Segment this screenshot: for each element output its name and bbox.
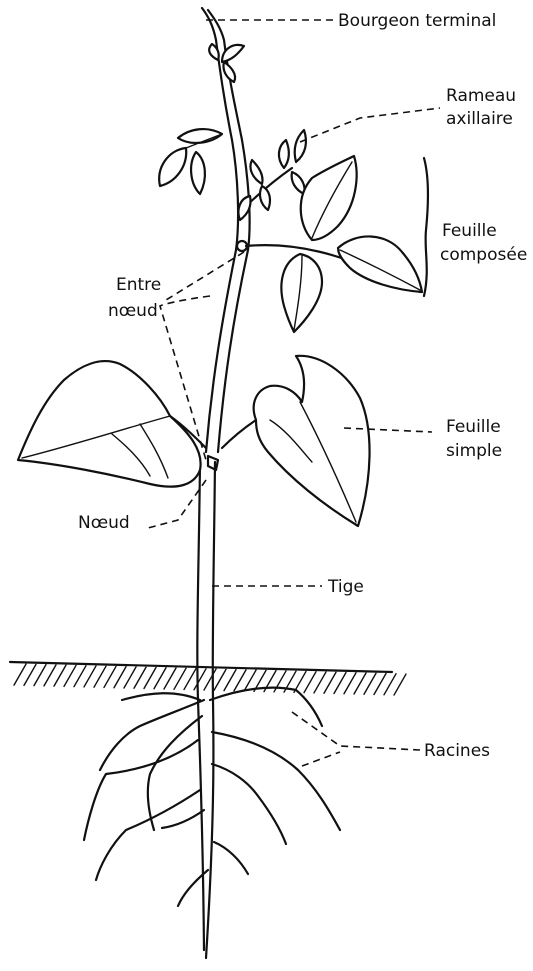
- soil-hatch-line: [64, 665, 76, 686]
- soil-hatch-line: [334, 672, 346, 693]
- label-racines: Racines: [424, 741, 490, 761]
- soil-hatch-line: [214, 669, 226, 690]
- label-feuille-composee-1: Feuille: [442, 221, 497, 241]
- soil-hatch-line: [34, 665, 46, 686]
- soil-hatch-line: [84, 666, 96, 687]
- soil-hatch-line: [304, 672, 316, 693]
- soil-hatch-line: [94, 666, 106, 687]
- soil-hatch-line: [324, 672, 336, 693]
- soil-hatch-line: [204, 669, 216, 690]
- soil-hatch-line: [104, 666, 116, 687]
- soil-hatch-line: [394, 674, 406, 695]
- simple-leaf-left: [18, 361, 206, 486]
- soil-hatch-line: [364, 673, 376, 694]
- soil-hatch-line: [154, 668, 166, 689]
- label-tige: Tige: [327, 577, 364, 597]
- soil-hatch-line: [314, 672, 326, 693]
- label-noeud-entre: nœud: [108, 301, 158, 321]
- soil-hatch-line: [54, 665, 66, 686]
- label-entre: Entre: [116, 275, 161, 295]
- soil-hatch-line: [184, 669, 196, 690]
- label-feuille-composee-2: composée: [440, 245, 527, 265]
- terminal-bud: [209, 44, 244, 82]
- soil-hatch-line: [344, 673, 356, 694]
- soil-hatch-line: [74, 666, 86, 687]
- soil-hatch-line: [44, 665, 56, 686]
- simple-leaf-right: [222, 356, 370, 526]
- upper-left-leaves: [159, 129, 222, 194]
- soil-hatch-line: [374, 674, 386, 695]
- soil-hatch-line: [384, 674, 396, 695]
- soil-surface: [10, 662, 406, 695]
- soil-hatch-line: [124, 667, 136, 688]
- soil-hatch-line: [144, 668, 156, 689]
- compound-leaf-bracket: [424, 158, 428, 296]
- axillary-branch: [238, 130, 305, 220]
- soil-hatch-line: [164, 668, 176, 689]
- soil-hatch-line: [224, 670, 236, 691]
- label-rameau: Rameau: [446, 86, 516, 106]
- stem: [197, 8, 249, 958]
- soil-hatch-line: [14, 664, 26, 685]
- soil-hatch-line: [114, 667, 126, 688]
- soil-hatch-line: [24, 664, 36, 685]
- label-noeud: Nœud: [78, 513, 130, 533]
- soil-hatch-line: [134, 667, 146, 688]
- label-axillaire: axillaire: [446, 109, 513, 129]
- label-feuille-simple-2: simple: [446, 441, 502, 461]
- label-bourgeon-terminal: Bourgeon terminal: [338, 11, 496, 31]
- label-feuille-simple-1: Feuille: [446, 417, 501, 437]
- soil-hatch-line: [234, 670, 246, 691]
- soil-hatch-line: [194, 669, 206, 690]
- soil-hatch-line: [174, 668, 186, 689]
- soil-hatch-line: [354, 673, 366, 694]
